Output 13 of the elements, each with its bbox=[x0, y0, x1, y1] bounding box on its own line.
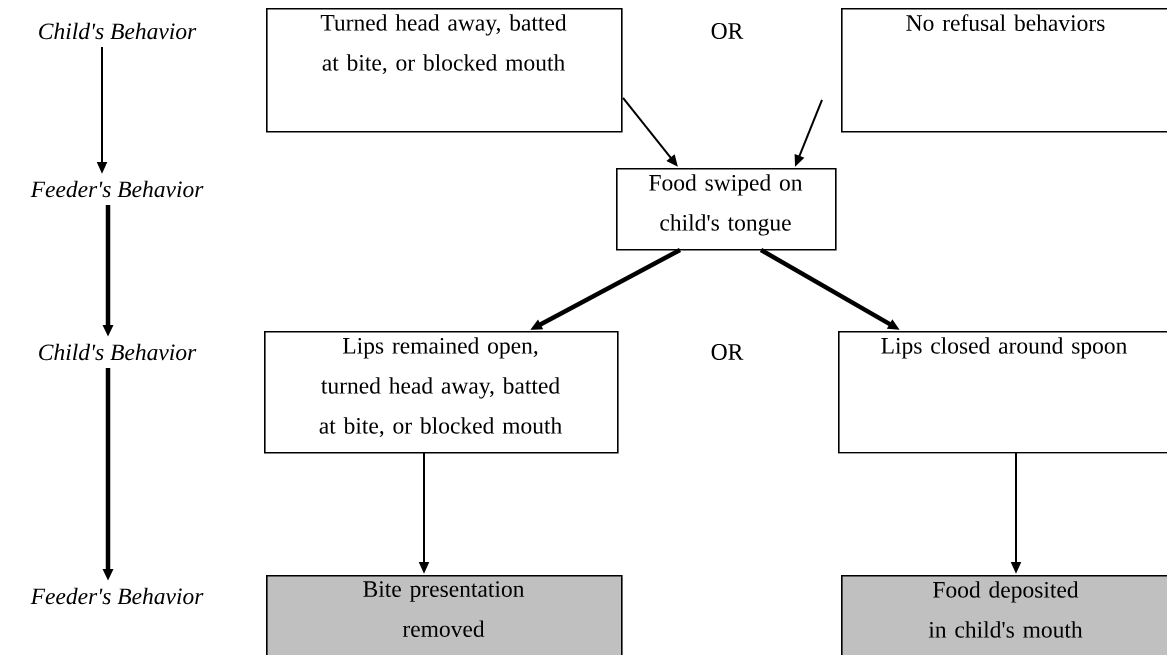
behavior-box: Lips closed around spoon bbox=[838, 331, 1167, 454]
or-label: OR bbox=[711, 344, 744, 360]
result-box: Bite presentation removed bbox=[266, 575, 623, 655]
or-label: OR bbox=[711, 23, 744, 39]
row-label: Feeder's Behavior bbox=[30, 587, 204, 605]
behavior-box: Food swiped on child's tongue bbox=[616, 168, 837, 251]
row-label: Child's Behavior bbox=[39, 22, 197, 40]
behavior-box: Lips remained open, turned head away, batted at bite, or blocked mouth bbox=[264, 331, 619, 454]
row-label: Child's Behavior bbox=[39, 343, 197, 361]
behavior-box: No refusal behaviors bbox=[841, 8, 1167, 133]
behavior-box: Turned head away, batted at bite, or blocked mouth bbox=[266, 8, 623, 133]
row-label: Feeder's Behavior bbox=[30, 180, 204, 198]
result-box: Food deposited in child's mouth bbox=[841, 575, 1167, 655]
